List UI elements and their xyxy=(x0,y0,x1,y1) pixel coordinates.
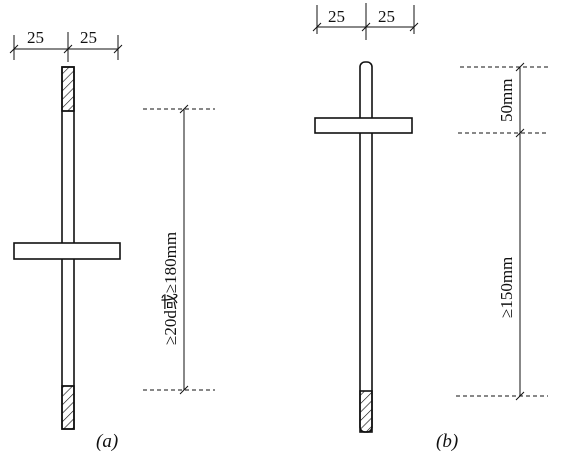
figure-a-dim-right: 25 xyxy=(80,28,97,47)
figure-a: 25 25 ≥20d或≥180mm (a) xyxy=(9,28,215,452)
figure-b-dim-left: 25 xyxy=(328,7,345,26)
figure-b-transverse-bar xyxy=(314,117,413,134)
figure-a-caption: (a) xyxy=(96,431,118,452)
figure-a-length-label: ≥20d或≥180mm xyxy=(161,232,180,345)
figure-b-rod xyxy=(359,61,373,433)
figure-a-rod xyxy=(61,66,75,430)
figure-b-dim-right: 25 xyxy=(378,7,395,26)
figure-b: 25 25 50mm ≥150mm (b) xyxy=(312,3,548,452)
figure-b-caption: (b) xyxy=(436,431,458,452)
figure-b-bottom-hatched-end xyxy=(359,390,373,433)
figure-b-top-dimension: 25 25 xyxy=(312,3,419,40)
figure-a-top-hatched-end xyxy=(61,66,75,112)
figure-a-top-dimension: 25 25 xyxy=(9,28,123,62)
figure-b-side-dimensions: 50mm ≥150mm xyxy=(456,62,548,401)
figure-b-lower-label: ≥150mm xyxy=(497,257,516,318)
figure-a-dim-left: 25 xyxy=(27,28,44,47)
figure-a-bottom-hatched-end xyxy=(61,385,75,430)
figure-a-transverse-bar xyxy=(13,242,121,260)
figure-a-length-dimension: ≥20d或≥180mm xyxy=(143,104,215,395)
figure-b-upper-label: 50mm xyxy=(497,79,516,122)
